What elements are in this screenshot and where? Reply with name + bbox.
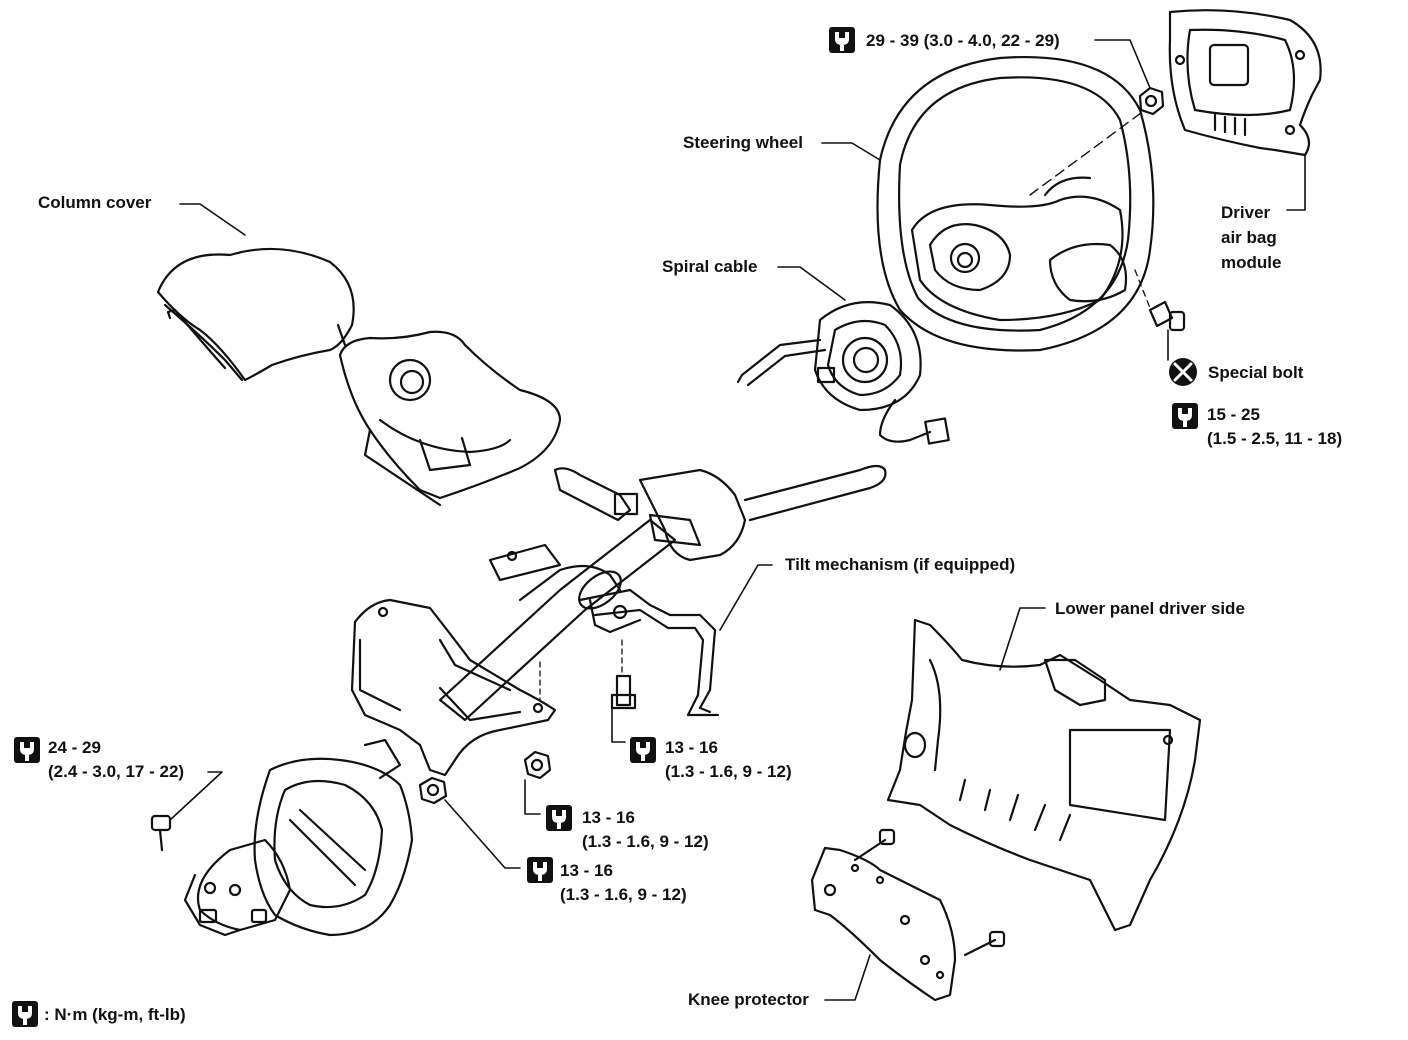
lower-panel-drawing xyxy=(886,618,1202,932)
torque-spec-line1: 24 - 29 xyxy=(48,738,101,757)
spiral-cable-drawing xyxy=(736,301,950,445)
torque-spec-line1: 13 - 16 xyxy=(582,808,635,827)
label-column-cover: Column cover xyxy=(38,193,152,212)
torque-spec-lower-nut: 13 - 16 (1.3 - 1.6, 9 - 12) xyxy=(560,859,687,907)
torque-spec-line1: 15 - 25 xyxy=(1207,405,1260,424)
air-bag-nut-drawing xyxy=(1138,86,1165,116)
knee-protector-drawing xyxy=(810,828,1006,1002)
torque-wrench-icon xyxy=(546,805,572,831)
torque-spec-line2: (2.4 - 3.0, 17 - 22) xyxy=(48,762,185,781)
torque-spec-center-nut: 13 - 16 (1.3 - 1.6, 9 - 12) xyxy=(582,806,709,854)
special-bolt-drawing xyxy=(1134,269,1186,332)
legend-text: : N·m (kg-m, ft-lb) xyxy=(44,1005,186,1024)
column-bracket-drawing xyxy=(350,598,557,777)
column-cover-lower-drawing xyxy=(338,330,562,507)
torque-spec-special-bolt: 15 - 25 (1.5 - 2.5, 11 - 18) xyxy=(1207,403,1342,451)
torque-spec-line1: 13 - 16 xyxy=(560,861,613,880)
label-air-bag-line3: module xyxy=(1221,253,1282,272)
label-air-bag-line2: air bag xyxy=(1221,228,1277,247)
label-knee-protector: Knee protector xyxy=(688,990,809,1009)
torque-spec-line2: (1.5 - 2.5, 11 - 18) xyxy=(1207,429,1343,448)
x-circle-icon xyxy=(1169,358,1197,386)
torque-spec-line1: 13 - 16 xyxy=(665,738,718,757)
legend-units: : N·m (kg-m, ft-lb) xyxy=(44,1003,186,1027)
label-air-bag-line1: Driver xyxy=(1221,203,1271,222)
air-bag-module-drawing xyxy=(1168,9,1322,157)
torque-spec-line1: 29 - 39 (3.0 - 4.0, 22 - 29) xyxy=(866,31,1060,50)
label-spiral-cable: Spiral cable xyxy=(662,257,758,276)
center-fasteners-drawing xyxy=(418,639,637,805)
torque-spec-tilt-bolt: 13 - 16 (1.3 - 1.6, 9 - 12) xyxy=(665,736,792,784)
torque-spec-line2: (1.3 - 1.6, 9 - 12) xyxy=(560,885,687,904)
torque-wrench-icon xyxy=(527,857,553,883)
steering-shaft-drawing xyxy=(438,518,677,722)
lower-joint-drawing xyxy=(150,738,414,937)
torque-wrench-icon xyxy=(630,737,656,763)
tilt-mechanism-drawing xyxy=(578,588,720,717)
torque-wrench-icon xyxy=(12,1001,38,1027)
label-driver-air-bag-module: Driver air bag module xyxy=(1221,200,1281,275)
torque-spec-left-bolt: 24 - 29 (2.4 - 3.0, 17 - 22) xyxy=(48,736,184,784)
torque-wrench-icon xyxy=(1172,403,1198,429)
torque-spec-air-bag-nut: 29 - 39 (3.0 - 4.0, 22 - 29) xyxy=(866,29,1060,53)
torque-spec-line2: (1.3 - 1.6, 9 - 12) xyxy=(665,762,792,781)
label-steering-wheel: Steering wheel xyxy=(683,133,803,152)
steering-wheel-drawing xyxy=(876,56,1155,352)
label-lower-panel: Lower panel driver side xyxy=(1055,599,1245,618)
torque-wrench-icon xyxy=(829,27,855,53)
torque-spec-line2: (1.3 - 1.6, 9 - 12) xyxy=(582,832,709,851)
leader-lines xyxy=(169,39,1306,1001)
label-special-bolt: Special bolt xyxy=(1208,363,1304,382)
combination-switch-drawing xyxy=(553,464,887,562)
column-cover-upper-drawing xyxy=(156,247,355,382)
label-tilt-mechanism: Tilt mechanism (if equipped) xyxy=(785,555,1016,574)
torque-wrench-icon xyxy=(14,737,40,763)
